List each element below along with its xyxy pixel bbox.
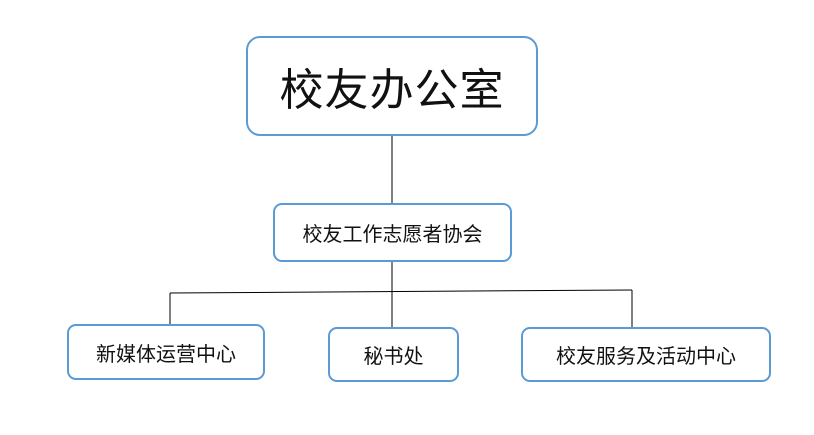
connector-branch-horizontal [169, 289, 633, 294]
node-alumni-service-center: 校友服务及活动中心 [521, 327, 771, 382]
node-secretariat: 秘书处 [328, 327, 459, 382]
node-volunteer-association: 校友工作志愿者协会 [273, 203, 512, 262]
node-alumni-office: 校友办公室 [246, 36, 538, 136]
node-new-media-center: 新媒体运营中心 [67, 324, 265, 380]
